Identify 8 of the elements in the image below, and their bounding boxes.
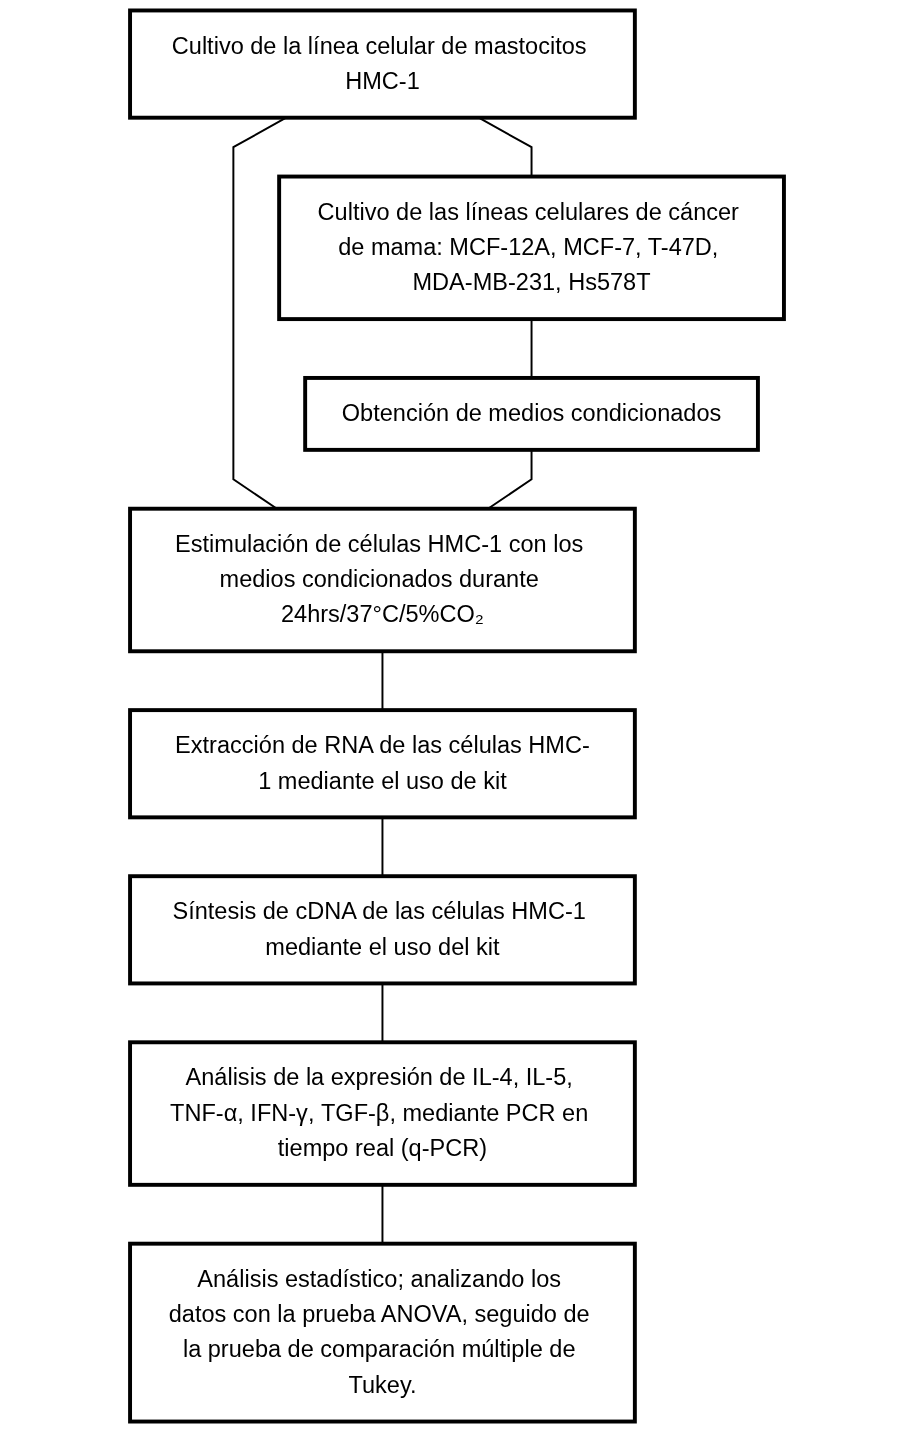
node-box: Síntesis de cDNA de las células HMC-1 mediante el uso del kit: [128, 874, 637, 986]
node-box: Cultivo de las líneas celulares de cáncer de mama: MCF-12A, MCF-7, T-47D, MDA-MB-231, Hs578T: [277, 174, 786, 322]
node-box: Obtención de medios condicionados: [303, 376, 760, 452]
node-box: Estimulación de células HMC-1 con los medios condicionados durante 24hrs/37°C/5%CO₂: [128, 506, 637, 654]
node-box: Análisis de la expresión de IL-4, IL-5, TNF-α, IFN-γ, TGF-β, mediante PCR en tiempo real (q-PCR): [128, 1040, 637, 1187]
node-box: Análisis estadístico; analizando los datos con la prueba ANOVA, seguido de la prueba de comparación múltiple de Tukey.: [128, 1241, 637, 1424]
node-box: Cultivo de la línea celular de mastocitos HMC-1: [128, 8, 637, 120]
node-box: Extracción de RNA de las células HMC-1 mediante el uso de kit: [128, 708, 637, 820]
